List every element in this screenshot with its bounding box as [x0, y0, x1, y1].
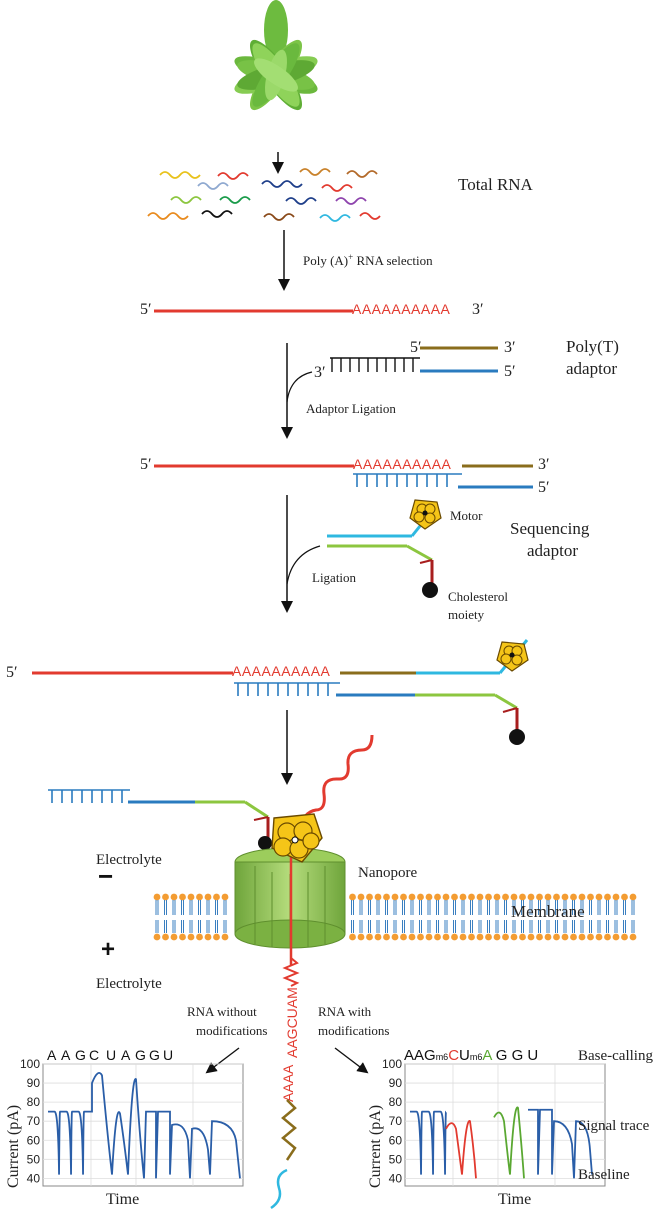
construct-polya-tail: AAAAAAAAAA — [232, 663, 331, 679]
released-polyt-strand — [48, 789, 272, 850]
nanopore-label: Nanopore — [358, 865, 417, 881]
construct-motor-icon — [496, 641, 529, 672]
mrna-polya-tail: AAAAAAAAAA — [352, 301, 451, 317]
motor-protein-icon — [409, 499, 442, 530]
rna-with-label-2: modifications — [318, 1023, 390, 1038]
cholesterol-label-1: Cholesterol — [448, 589, 508, 604]
ligated-3prime: 3′ — [538, 456, 550, 473]
pore-motor-icon — [271, 813, 323, 863]
base-call-letter: U — [106, 1047, 116, 1063]
base-call-letter: A — [61, 1047, 71, 1063]
arrow-to-right-plot — [334, 1047, 369, 1074]
y-tick-label: 80 — [27, 1095, 41, 1109]
lipid-bilayer-membrane — [153, 893, 637, 941]
y-tick-label: 70 — [27, 1114, 41, 1128]
adaptor-3prime-right: 3′ — [504, 339, 516, 356]
right-plot-basecalls: AAGm6CUm6A G G U — [404, 1047, 538, 1064]
ligated-polyt-teeth — [353, 473, 462, 487]
y-tick-label: 50 — [27, 1152, 41, 1166]
curve-ligation-join — [286, 545, 321, 585]
polyt-adaptor-label-2: adaptor — [566, 359, 617, 378]
rna-without-label-1: RNA without — [187, 1004, 257, 1019]
right-plot-ylabel: Current (pA) — [367, 1105, 384, 1188]
polyt-adaptor-label-1: Poly(T) — [566, 337, 619, 356]
right-signal-plot: AAGm6CUm6A G G U 100 90 80 70 60 50 40 Current… — [367, 1047, 606, 1208]
arrow-to-left-plot — [205, 1047, 240, 1074]
incoming-rna-squiggle — [298, 734, 374, 831]
ligated-5prime-right: 5′ — [538, 479, 550, 496]
base-call-letter: A — [47, 1047, 57, 1063]
right-signal-trace-baseline-b — [528, 1108, 593, 1179]
y-tick-label: 40 — [389, 1171, 403, 1185]
left-plot-xlabel: Time — [106, 1191, 139, 1208]
electrolyte-top-label: Electrolyte — [96, 852, 162, 868]
right-plot-xlabel: Time — [498, 1191, 531, 1208]
y-tick-label: 100 — [382, 1057, 402, 1071]
strand-sequence-bottom: AAAA — [280, 1064, 296, 1102]
left-signal-trace — [48, 1072, 241, 1179]
nanopore-icon — [234, 847, 346, 949]
total-rna-label: Total RNA — [458, 175, 534, 194]
y-tick-label: 70 — [389, 1114, 403, 1128]
adaptor-5prime-right: 5′ — [504, 363, 516, 380]
polya-selection-label: Poly (A)+ RNA selection — [303, 252, 433, 268]
signal-trace-label: Signal trace — [578, 1118, 650, 1134]
translocated-cyan-tail — [270, 1168, 288, 1210]
plus-sign: + — [101, 936, 115, 963]
adaptor-polyt-teeth — [330, 357, 420, 372]
y-tick-label: 50 — [389, 1152, 403, 1166]
rna-without-label-2: modifications — [196, 1023, 268, 1038]
y-tick-label: 100 — [20, 1057, 40, 1071]
baseline-label: Baseline — [578, 1167, 630, 1183]
base-calling-label: Base-calling — [578, 1048, 653, 1064]
ligation-label: Ligation — [312, 570, 357, 585]
base-call-letter: G — [75, 1047, 86, 1063]
right-signal-trace-m6c — [445, 1120, 477, 1179]
right-signal-trace-m6a — [493, 1106, 525, 1179]
curve-adaptor-join — [286, 371, 313, 403]
plant-rosette-image — [234, 0, 318, 111]
translocated-olive-zigzag — [281, 1099, 297, 1161]
base-call-letter: A — [121, 1047, 131, 1063]
base-call-letter: G — [149, 1047, 160, 1063]
y-tick-label: 60 — [27, 1133, 41, 1147]
strand-sequence-top: AAGCUAM — [284, 987, 300, 1058]
construct-polyt-teeth — [234, 682, 340, 696]
y-tick-label: 90 — [389, 1076, 403, 1090]
sequencing-adaptor-label-1: Sequencing — [510, 519, 590, 538]
membrane-label: Membrane — [511, 902, 585, 921]
adaptor-5prime: 5′ — [410, 339, 422, 356]
motor-label: Motor — [450, 508, 483, 523]
adaptor-ligation-label: Adaptor Ligation — [306, 401, 396, 416]
right-signal-trace-baseline-a — [410, 1110, 447, 1175]
left-plot-ylabel: Current (pA) — [5, 1105, 22, 1188]
mrna-3prime: 3′ — [472, 301, 484, 318]
rna-with-label-1: RNA with — [318, 1004, 372, 1019]
sequencing-adaptor-graphic — [327, 515, 438, 598]
y-tick-label: 40 — [27, 1171, 41, 1185]
cholesterol-label-2: moiety — [448, 607, 485, 622]
ligated-5prime: 5′ — [140, 456, 152, 473]
total-rna-squiggles — [147, 168, 381, 222]
construct-5prime: 5′ — [6, 664, 18, 681]
sequencing-adaptor-label-2: adaptor — [527, 541, 578, 560]
ligated-polya-tail: AAAAAAAAAA — [353, 456, 452, 472]
base-call-letter: C — [89, 1047, 99, 1063]
base-call-letter: G — [135, 1047, 146, 1063]
y-tick-label: 90 — [27, 1076, 41, 1090]
mrna-5prime: 5′ — [140, 301, 152, 318]
base-call-letter: U — [163, 1047, 173, 1063]
y-tick-label: 60 — [389, 1133, 403, 1147]
adaptor-3prime-left: 3′ — [314, 364, 326, 381]
electrolyte-bottom-label: Electrolyte — [96, 976, 162, 992]
y-tick-label: 80 — [389, 1095, 403, 1109]
minus-sign: − — [98, 861, 113, 891]
translocated-zigzag-red — [282, 957, 300, 987]
